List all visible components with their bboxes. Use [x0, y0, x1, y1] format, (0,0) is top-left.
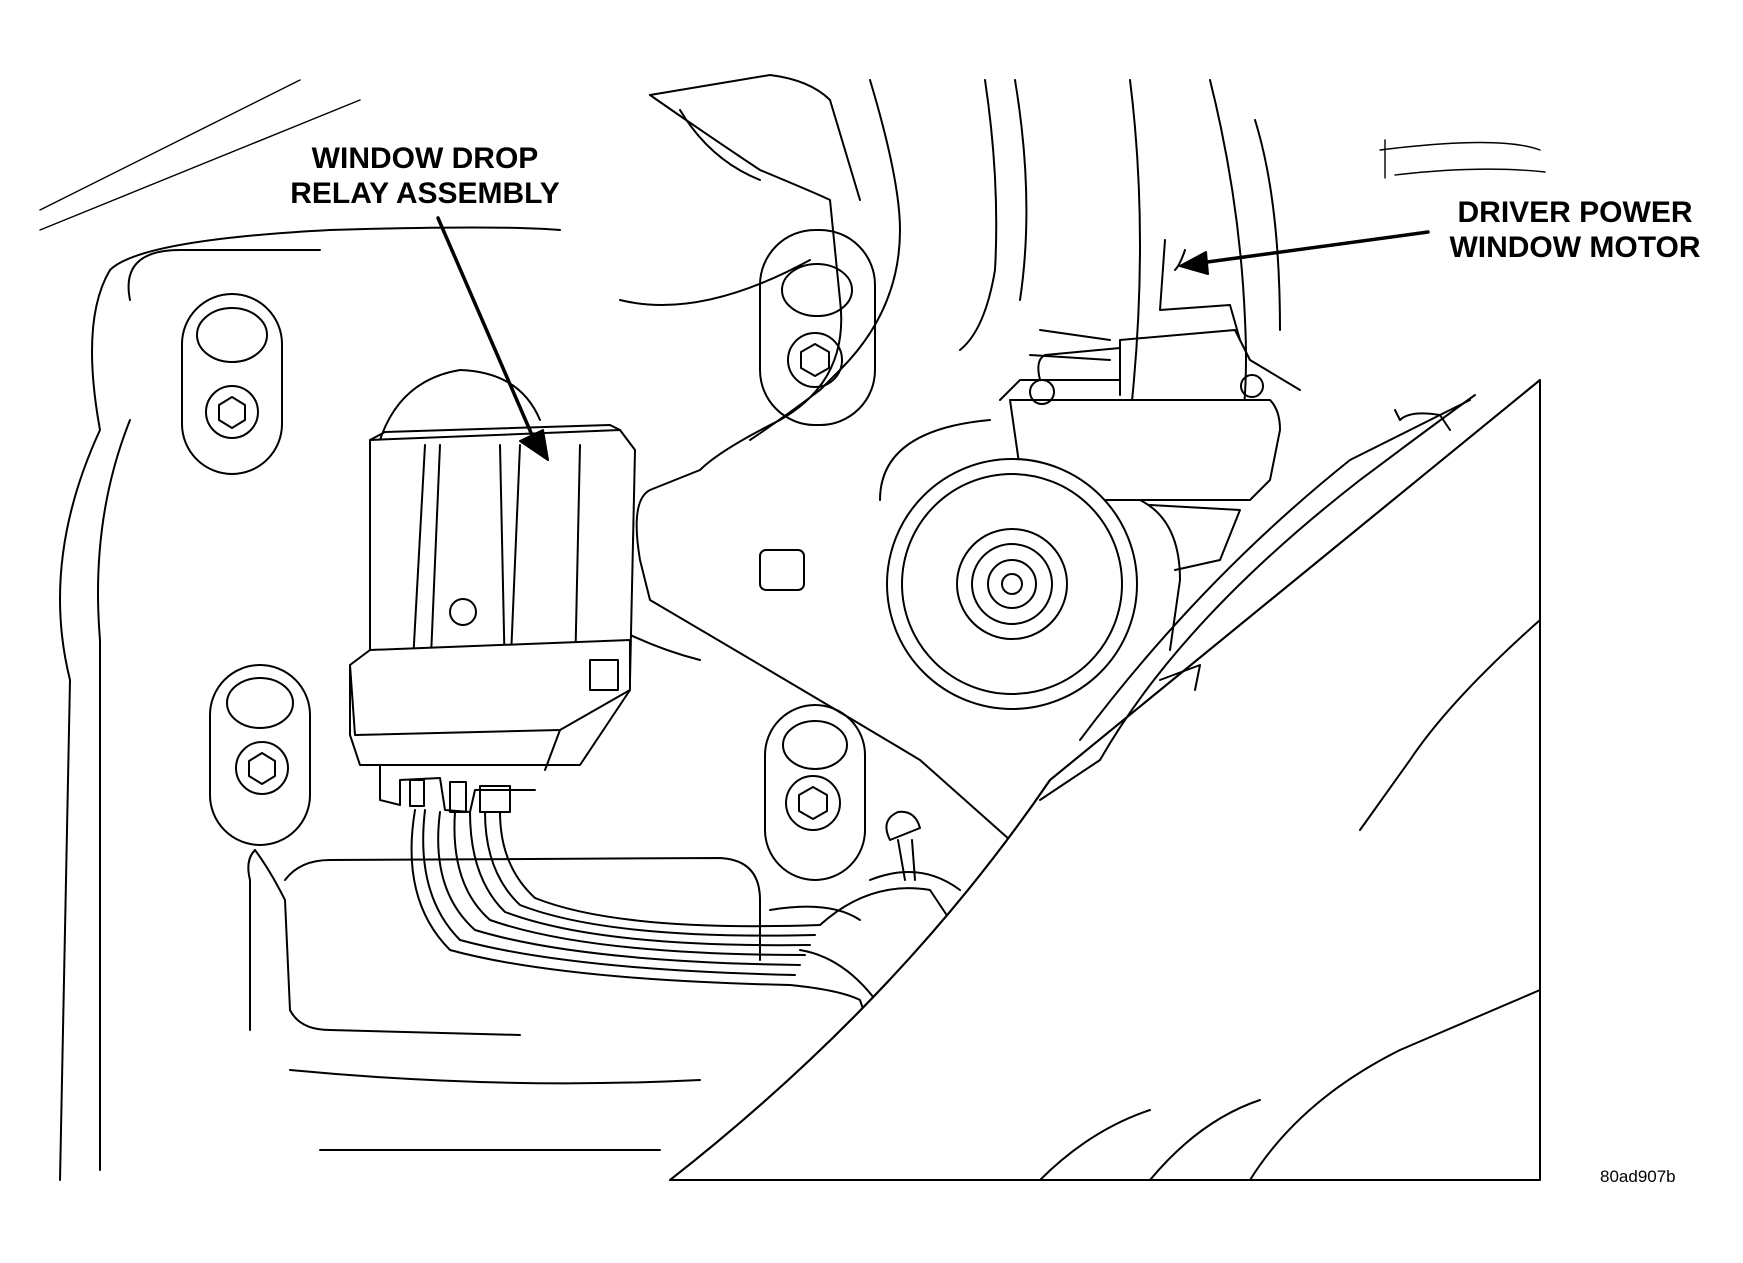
door-inner-panel: [59, 74, 1281, 1181]
motor-arrowhead: [1179, 251, 1209, 275]
relay-leader-line: [436, 216, 537, 444]
relay-arrowhead: [519, 429, 549, 461]
door-trim-surfaces: [669, 379, 1541, 1181]
relay-assembly: [349, 369, 636, 813]
lower-access-opening: [247, 849, 761, 1151]
window-motor: [879, 239, 1301, 710]
mounting-holes: [181, 229, 876, 881]
harness-clip-screw: [885, 810, 921, 881]
callout-motor-line2: WINDOW MOTOR: [1449, 230, 1701, 264]
background-contour-lines: [39, 79, 1546, 231]
callout-relay-line2: RELAY ASSEMBLY: [290, 176, 560, 210]
figure-id: 80ad907b: [1600, 1167, 1676, 1186]
callout-motor-line1: DRIVER POWER: [1457, 196, 1693, 229]
callout-relay-line1: WINDOW DROP: [311, 142, 539, 175]
callout-window-motor: DRIVER POWER WINDOW MOTOR: [1430, 196, 1720, 265]
motor-leader-line: [1198, 230, 1430, 265]
callout-relay-assembly: WINDOW DROP RELAY ASSEMBLY: [265, 142, 585, 211]
callout-leader-arrows: [436, 216, 1430, 461]
